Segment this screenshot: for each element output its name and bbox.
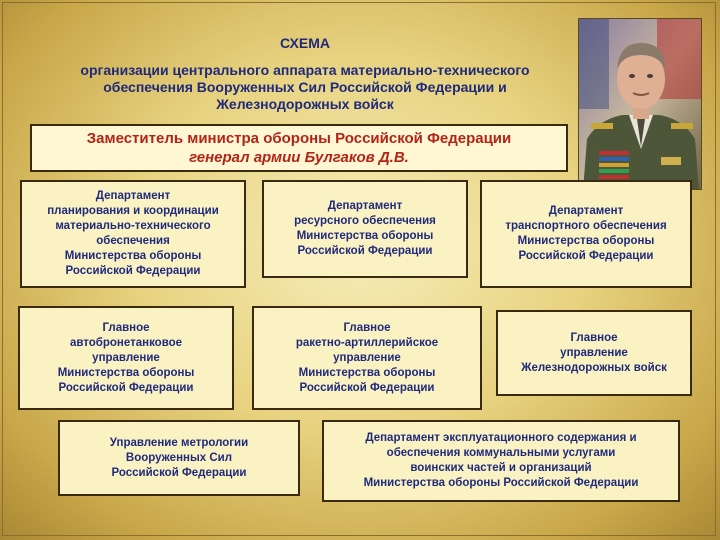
- deputy-minister-position: Заместитель министра обороны Российской …: [86, 130, 512, 147]
- main-armored-directorate-label: Главное автобронетанковое управление Мин…: [57, 321, 195, 394]
- dept-planning-coordination-box: Департамент планирования и координации м…: [20, 180, 246, 288]
- portrait-illustration: [579, 19, 701, 189]
- schema-subtitle: организации центрального аппарата матери…: [80, 62, 530, 112]
- dept-maintenance-utilities-box: Департамент эксплуатационного содержания…: [322, 420, 680, 502]
- dept-maintenance-utilities-label: Департамент эксплуатационного содержания…: [363, 432, 639, 489]
- dept-resource-support-label: Департамент ресурсного обеспечения Минис…: [294, 200, 436, 257]
- metrology-directorate-box: Управление метрологии Вооруженных Сил Ро…: [58, 420, 300, 496]
- schema-title: СХЕМА: [279, 35, 331, 51]
- dept-transport-support-label: Департамент транспортного обеспечения Ми…: [505, 205, 667, 262]
- main-railway-troops-directorate-box: Главное управление Железнодорожных войск: [496, 310, 692, 396]
- dept-transport-support-box: Департамент транспортного обеспечения Ми…: [480, 180, 692, 288]
- dept-resource-support-box: Департамент ресурсного обеспечения Минис…: [262, 180, 468, 278]
- main-armored-directorate-box: Главное автобронетанковое управление Мин…: [18, 306, 234, 410]
- main-missile-artillery-directorate-label: Главное ракетно-артиллерийское управлени…: [295, 321, 439, 394]
- metrology-directorate-label: Управление метрологии Вооруженных Сил Ро…: [109, 436, 249, 479]
- dept-planning-coordination-label: Департамент планирования и координации м…: [47, 190, 219, 277]
- general-portrait-photo: [578, 18, 702, 190]
- deputy-minister-box: Заместитель министра обороны Российской …: [30, 124, 568, 172]
- main-railway-troops-directorate-label: Главное управление Железнодорожных войск: [521, 331, 667, 374]
- deputy-minister-name: генерал армии Булгаков Д.В.: [189, 149, 409, 166]
- main-missile-artillery-directorate-box: Главное ракетно-артиллерийское управлени…: [252, 306, 482, 410]
